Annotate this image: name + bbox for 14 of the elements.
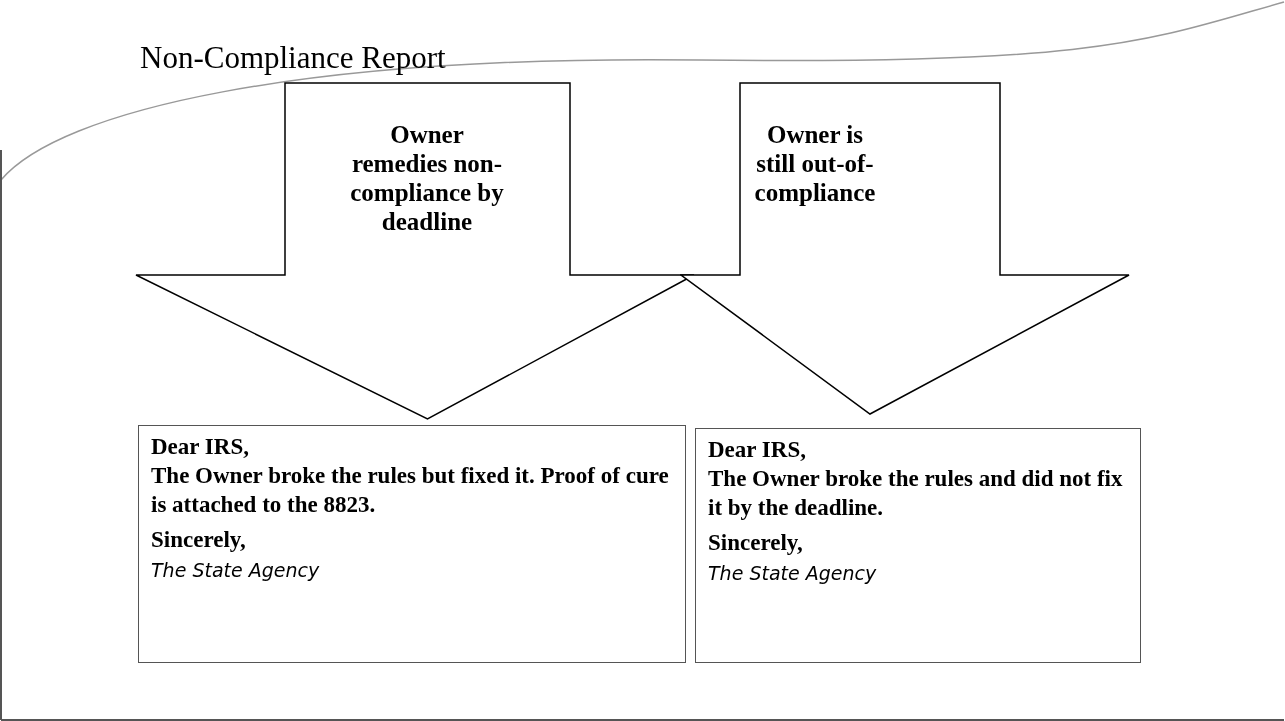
letter-body: The Owner broke the rules but fixed it. Proof of cure is attached to the 8823.	[151, 462, 670, 519]
slide-title: Non-Compliance Report	[140, 40, 446, 76]
greeting-text: Dear IRS,	[708, 436, 807, 464]
arrow-label: Owner is still out-of-compliance	[753, 120, 877, 207]
signature-text: The State Agency	[151, 558, 321, 583]
closing-text: Sincerely,	[708, 529, 804, 557]
closing-text: Sincerely,	[151, 526, 247, 554]
greeting-text: Dear IRS,	[151, 433, 250, 461]
letter-box	[695, 428, 1141, 663]
letter-body: The Owner broke the rules and did not fix it by the deadline.	[708, 465, 1124, 522]
letter-box	[138, 425, 686, 663]
down-arrow-shape	[680, 82, 1130, 415]
arrow-label: Owner remedies non-compliance by deadline	[349, 120, 505, 236]
signature-text: The State Agency	[708, 561, 878, 586]
